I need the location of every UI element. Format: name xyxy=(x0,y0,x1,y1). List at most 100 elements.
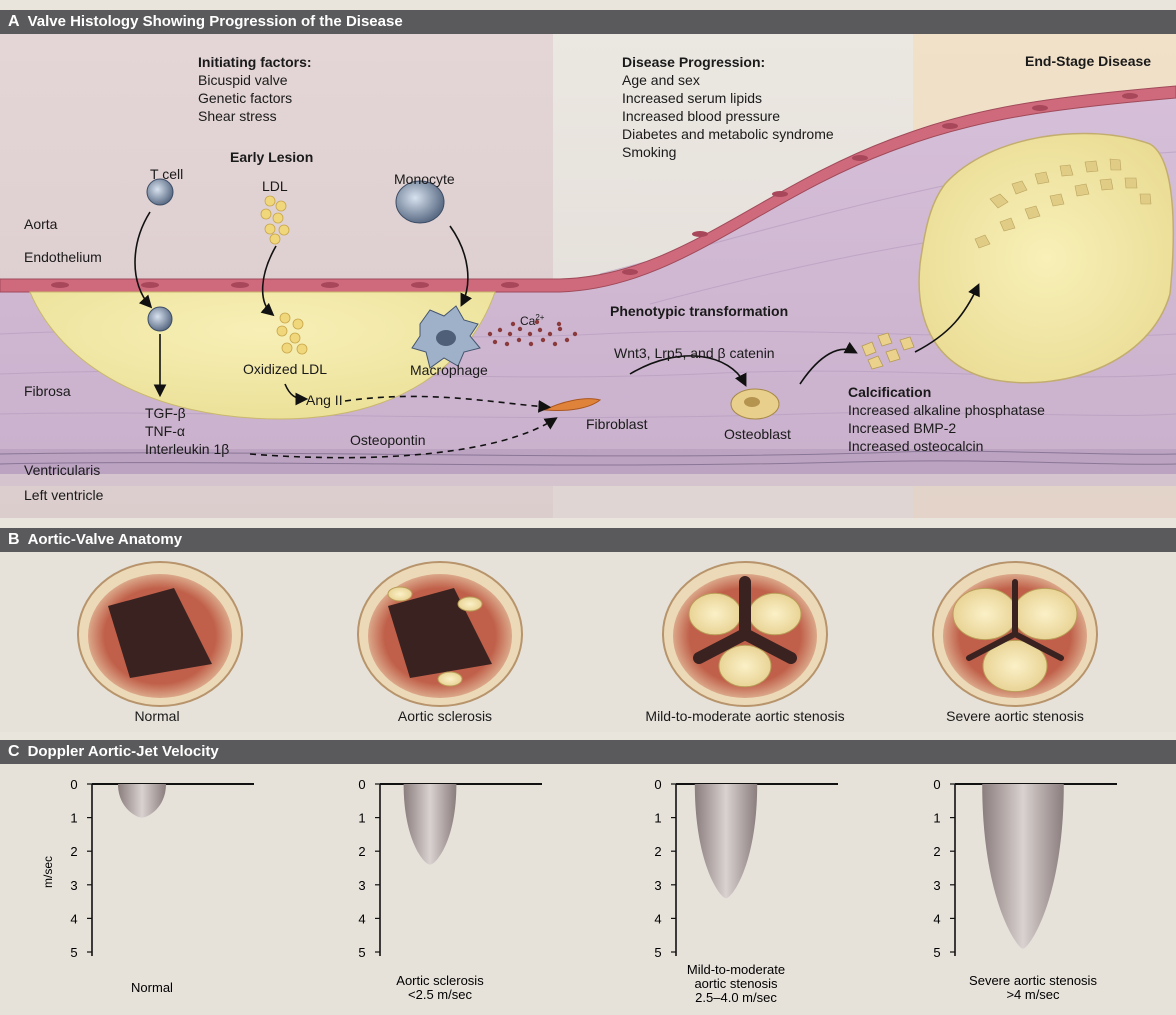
end-stage-label: End-Stage Disease xyxy=(1025,53,1151,69)
valve-caption-mild-moderate: Mild-to-moderate aortic stenosis xyxy=(620,708,870,724)
osteoblast-label: Osteoblast xyxy=(724,426,791,442)
y-tick-label: 1 xyxy=(358,811,365,826)
y-tick-label: 3 xyxy=(654,878,661,893)
doppler-plot-3: 012345Severe aortic stenosis>4 m/sec xyxy=(933,777,1117,1002)
t-cell-lesion xyxy=(148,307,172,331)
ldl-label: LDL xyxy=(262,178,288,194)
y-tick-label: 5 xyxy=(933,945,940,960)
fibroblast-label: Fibroblast xyxy=(586,416,647,432)
monocyte-cell xyxy=(396,181,444,223)
valve-anatomy-drawings xyxy=(0,552,1176,712)
valve-caption-sclerosis: Aortic sclerosis xyxy=(370,708,520,724)
panel-b-title: Aortic-Valve Anatomy xyxy=(28,531,183,548)
monocyte-label: Monocyte xyxy=(394,171,455,187)
calcification-item: Increased alkaline phosphatase xyxy=(848,401,1045,419)
y-tick-label: 2 xyxy=(358,844,365,859)
panel-c-letter: C xyxy=(8,740,20,764)
panel-b-letter: B xyxy=(8,528,20,552)
doppler-caption: Severe aortic stenosis xyxy=(969,973,1097,988)
y-tick-label: 0 xyxy=(70,777,77,792)
y-tick-label: 0 xyxy=(933,777,940,792)
y-axis-label: m/sec xyxy=(41,856,55,888)
panel-c-title: Doppler Aortic-Jet Velocity xyxy=(28,743,219,760)
calcium-deposit xyxy=(388,587,412,601)
progression-item: Diabetes and metabolic syndrome xyxy=(622,125,834,143)
early-lesion-label: Early Lesion xyxy=(230,149,313,165)
y-tick-label: 5 xyxy=(358,945,365,960)
doppler-caption: Normal xyxy=(131,980,173,995)
cytokine-item: Interleukin 1β xyxy=(145,440,229,458)
y-tick-label: 2 xyxy=(933,844,940,859)
osteopontin-label: Osteopontin xyxy=(350,432,426,448)
panel-b-header: B Aortic-Valve Anatomy xyxy=(0,528,1176,552)
t-cell-label: T cell xyxy=(150,166,183,182)
valve-caption-severe: Severe aortic stenosis xyxy=(930,708,1100,724)
initiating-item: Shear stress xyxy=(198,107,312,125)
calcium-label: Ca2+ xyxy=(520,313,544,328)
jet-envelope xyxy=(695,784,757,898)
initiating-item: Genetic factors xyxy=(198,89,312,107)
calcification-item: Increased osteocalcin xyxy=(848,437,1045,455)
y-tick-label: 2 xyxy=(654,844,661,859)
y-tick-label: 4 xyxy=(933,911,940,926)
calcium-deposit xyxy=(458,597,482,611)
ang-ii-label: Ang II xyxy=(306,392,343,408)
calcification-info: Calcification Increased alkaline phospha… xyxy=(848,383,1045,455)
y-tick-label: 2 xyxy=(70,844,77,859)
initiating-factors: Initiating factors: Bicuspid valve Genet… xyxy=(198,53,312,125)
y-tick-label: 0 xyxy=(358,777,365,792)
macrophage-label: Macrophage xyxy=(410,362,488,378)
calcium-symbol: Ca xyxy=(520,314,535,328)
doppler-caption: Aortic sclerosis xyxy=(396,973,484,988)
y-tick-label: 0 xyxy=(654,777,661,792)
wnt-label: Wnt3, Lrp5, and β catenin xyxy=(614,345,775,361)
y-tick-label: 4 xyxy=(654,911,661,926)
y-tick-label: 5 xyxy=(654,945,661,960)
y-tick-label: 3 xyxy=(70,878,77,893)
valve-2 xyxy=(663,562,827,706)
panel-a-title: Valve Histology Showing Progression of t… xyxy=(28,13,403,30)
calcium-deposit xyxy=(953,588,1017,639)
y-tick-label: 1 xyxy=(70,811,77,826)
panel-a-letter: A xyxy=(8,10,20,34)
aorta-label: Aorta xyxy=(24,216,57,232)
progression-item: Increased serum lipids xyxy=(622,89,834,107)
jet-envelope xyxy=(118,784,166,818)
cytokine-item: TGF-β xyxy=(145,404,229,422)
calcium-deposit xyxy=(749,593,801,635)
t-cell-top xyxy=(147,179,173,205)
progression-item: Age and sex xyxy=(622,71,834,89)
jet-envelope xyxy=(982,784,1064,949)
ventricularis-label: Ventricularis xyxy=(24,462,100,478)
doppler-caption: aortic stenosis xyxy=(694,976,778,991)
doppler-caption: >4 m/sec xyxy=(1006,987,1060,1002)
doppler-caption: Mild-to-moderate xyxy=(687,962,785,977)
doppler-caption: <2.5 m/sec xyxy=(408,987,472,1002)
oxidized-ldl-label: Oxidized LDL xyxy=(243,361,327,377)
calcium-deposit xyxy=(438,672,462,686)
left-ventricle-label: Left ventricle xyxy=(24,487,103,503)
endothelium-label: Endothelium xyxy=(24,249,102,265)
fibrosa-label: Fibrosa xyxy=(24,383,71,399)
jet-envelope xyxy=(404,784,457,865)
initiating-title: Initiating factors: xyxy=(198,53,312,71)
progression-item: Increased blood pressure xyxy=(622,107,834,125)
y-tick-label: 4 xyxy=(70,911,77,926)
initiating-item: Bicuspid valve xyxy=(198,71,312,89)
phenotypic-label: Phenotypic transformation xyxy=(610,303,788,319)
progression-title: Disease Progression: xyxy=(622,53,834,71)
valve-3 xyxy=(933,562,1097,706)
doppler-caption: 2.5–4.0 m/sec xyxy=(695,990,777,1005)
y-tick-label: 1 xyxy=(933,811,940,826)
calcification-item: Increased BMP-2 xyxy=(848,419,1045,437)
progression-item: Smoking xyxy=(622,143,834,161)
y-tick-label: 5 xyxy=(70,945,77,960)
left-ventricle-region xyxy=(0,474,1176,518)
y-tick-label: 1 xyxy=(654,811,661,826)
panel-c-header: C Doppler Aortic-Jet Velocity xyxy=(0,740,1176,764)
cytokine-item: TNF-α xyxy=(145,422,229,440)
valve-1 xyxy=(358,562,522,706)
calcium-deposit xyxy=(719,645,771,687)
